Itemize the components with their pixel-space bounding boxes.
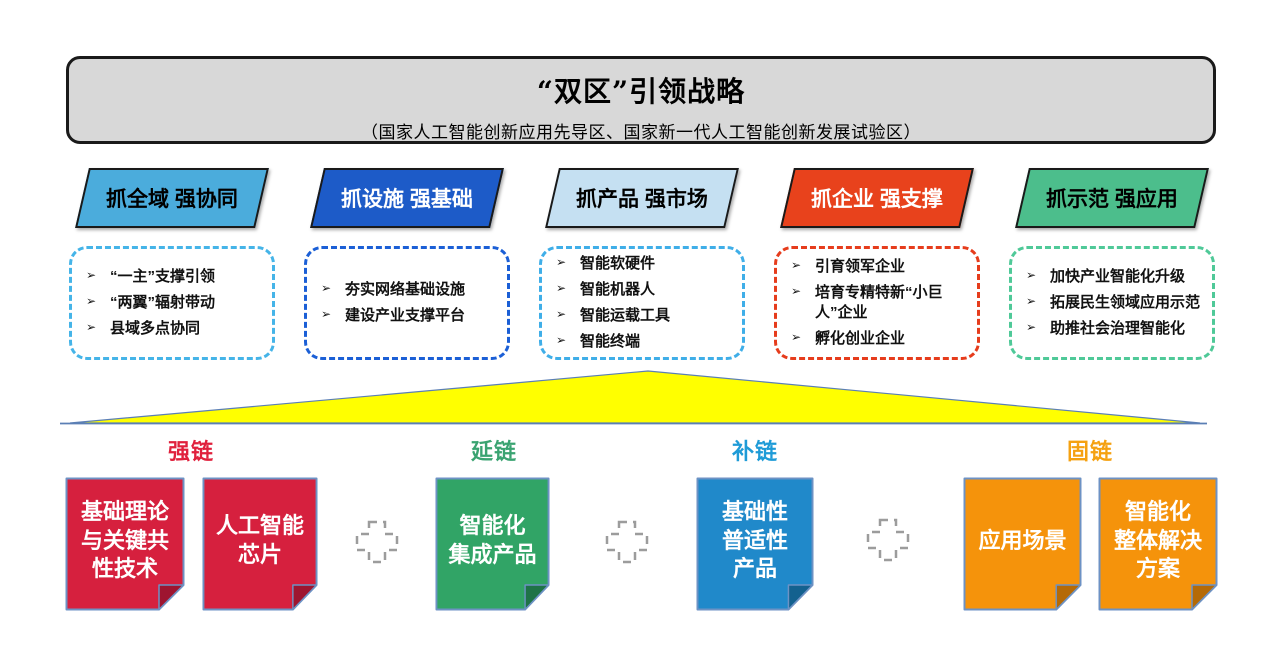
chain-card-integrated-products: 智能化 集成产品 xyxy=(435,477,550,611)
arrow-bullet-icon: ➢ xyxy=(86,319,97,334)
list-item: ➢ 加快产业智能化升级 xyxy=(1026,267,1204,287)
list-item: ➢ 孵化创业企业 xyxy=(791,329,969,349)
list-item: ➢ 智能终端 xyxy=(556,332,734,352)
list-item: ➢ 县域多点协同 xyxy=(86,319,264,339)
chain-label-strengthen: 强链 xyxy=(167,439,214,464)
chain-card-intelligent-solutions: 智能化 整体解决 方案 xyxy=(1098,477,1218,611)
list-item: ➢ 引育领军企业 xyxy=(791,257,969,277)
folded-corner xyxy=(292,584,318,611)
pillar-box-products: ➢ 智能软硬件 ➢ 智能机器人 ➢ 智能运载工具 ➢ 智能终端 xyxy=(539,246,745,360)
banner-subtitle: （国家人工智能创新应用先导区、国家新一代人工智能创新发展试验区） xyxy=(361,123,921,143)
pillar-header-label: 抓设施 强基础 xyxy=(341,188,473,211)
list-item: ➢ “两翼”辐射带动 xyxy=(86,293,264,313)
list-item-text: 智能软硬件 xyxy=(580,255,656,273)
folded-corner xyxy=(1055,584,1082,611)
arrow-bullet-icon: ➢ xyxy=(321,281,332,296)
chain-card-universal-products: 基础性 普适性 产品 xyxy=(696,477,814,611)
list-item: ➢ 培育专精特新“小巨人”企业 xyxy=(791,283,969,323)
pillar-header-label: 抓企业 强支撑 xyxy=(811,188,943,211)
pillar-header-label: 抓示范 强应用 xyxy=(1046,188,1178,211)
list-item-text: 夯实网络基础设施 xyxy=(345,281,466,299)
list-item-text: 智能机器人 xyxy=(580,281,656,299)
list-item: ➢ 助推社会治理智能化 xyxy=(1026,319,1204,339)
chain-card-application-scenarios: 应用场景 xyxy=(963,477,1082,611)
list-item: ➢ 夯实网络基础设施 xyxy=(321,280,499,300)
arrow-bullet-icon: ➢ xyxy=(791,329,802,344)
card-label: 人工智能 芯片 xyxy=(215,513,304,567)
list-item-text: 建设产业支撑平台 xyxy=(345,307,466,324)
arrow-bullet-icon: ➢ xyxy=(321,307,332,321)
strategy-banner: “双区”引领战略 （国家人工智能创新应用先导区、国家新一代人工智能创新发展试验区… xyxy=(66,56,1216,144)
list-item-text: 拓展民生领域应用示范 xyxy=(1050,294,1201,312)
chain-card-basic-theory: 基础理论 与关键共 性技术 xyxy=(65,477,185,611)
list-item-text: 智能运载工具 xyxy=(580,307,671,324)
list-item: ➢ 智能运载工具 xyxy=(556,306,734,326)
list-item-text: “两翼”辐射带动 xyxy=(110,294,216,312)
chain-label-extend: 延链 xyxy=(470,439,517,464)
list-item-text: 引育领军企业 xyxy=(815,258,906,276)
pillar-header-infrastructure: 抓设施 强基础 xyxy=(310,168,504,228)
list-item: ➢ “一主”支撑引领 xyxy=(86,267,264,287)
chain-label-supplement: 补链 xyxy=(731,439,778,464)
list-item-text: 孵化创业企业 xyxy=(815,329,906,347)
arrow-bullet-icon: ➢ xyxy=(556,255,567,270)
pillar-header-label: 抓全域 强协同 xyxy=(106,188,238,211)
arrow-bullet-icon: ➢ xyxy=(1026,294,1037,309)
pillar-header-coordination: 抓全域 强协同 xyxy=(75,168,269,228)
arrow-bullet-icon: ➢ xyxy=(791,258,802,273)
card-label: 智能化 集成产品 xyxy=(448,513,537,567)
arrow-bullet-icon: ➢ xyxy=(1026,268,1037,283)
banner-title: “双区”引领战略 xyxy=(536,75,746,108)
card-label: 基础性 普适性 产品 xyxy=(721,499,788,582)
card-label: 智能化 整体解决 方案 xyxy=(1113,499,1202,582)
arrow-bullet-icon: ➢ xyxy=(556,332,567,347)
chain-label-solidify: 固链 xyxy=(1066,439,1113,464)
list-item-text: 加快产业智能化升级 xyxy=(1050,268,1186,286)
arrow-bullet-icon: ➢ xyxy=(86,294,97,309)
plus-separator-icon xyxy=(355,520,399,564)
card-label: 基础理论 与关键共 性技术 xyxy=(80,499,169,582)
list-item-text: 培育专精特新“小巨人”企业 xyxy=(815,284,943,321)
arrow-bullet-icon: ➢ xyxy=(791,284,802,299)
pillar-box-infrastructure: ➢ 夯实网络基础设施 ➢ 建设产业支撑平台 xyxy=(304,246,510,360)
pillar-header-products: 抓产品 强市场 xyxy=(545,168,739,228)
folded-corner xyxy=(787,584,814,611)
list-item-text: “一主”支撑引领 xyxy=(110,268,216,286)
list-item-text: 县域多点协同 xyxy=(110,319,201,337)
list-item: ➢ 智能机器人 xyxy=(556,280,734,300)
pillar-header-demonstration: 抓示范 强应用 xyxy=(1015,168,1209,228)
folded-corner xyxy=(1191,584,1218,611)
pillar-box-coordination: ➢ “一主”支撑引领 ➢ “两翼”辐射带动 ➢ 县域多点协同 xyxy=(69,246,275,360)
list-item-text: 智能终端 xyxy=(580,332,641,350)
arrow-bullet-icon: ➢ xyxy=(556,307,567,321)
arrow-bullet-icon: ➢ xyxy=(556,281,567,296)
list-item-text: 助推社会治理智能化 xyxy=(1050,319,1186,337)
list-item: ➢ 拓展民生领域应用示范 xyxy=(1026,293,1204,313)
arrow-bullet-icon: ➢ xyxy=(1026,319,1037,334)
arrow-bullet-icon: ➢ xyxy=(86,268,97,283)
pillar-header-label: 抓产品 强市场 xyxy=(576,188,708,211)
list-item: ➢ 智能软硬件 xyxy=(556,254,734,274)
folded-corner xyxy=(524,584,550,611)
chain-card-ai-chips: 人工智能 芯片 xyxy=(202,477,318,611)
plus-separator-icon xyxy=(605,520,649,564)
plus-separator-icon xyxy=(866,518,910,562)
funnel-triangle xyxy=(60,370,1207,425)
card-label: 应用场景 xyxy=(978,527,1067,553)
list-item: ➢ 建设产业支撑平台 xyxy=(321,306,499,326)
pillar-header-enterprises: 抓企业 强支撑 xyxy=(780,168,974,228)
pillar-box-enterprises: ➢ 引育领军企业 ➢ 培育专精特新“小巨人”企业 ➢ 孵化创业企业 xyxy=(774,246,980,360)
folded-corner xyxy=(158,584,185,611)
pillar-box-demonstration: ➢ 加快产业智能化升级 ➢ 拓展民生领域应用示范 ➢ 助推社会治理智能化 xyxy=(1009,246,1215,360)
